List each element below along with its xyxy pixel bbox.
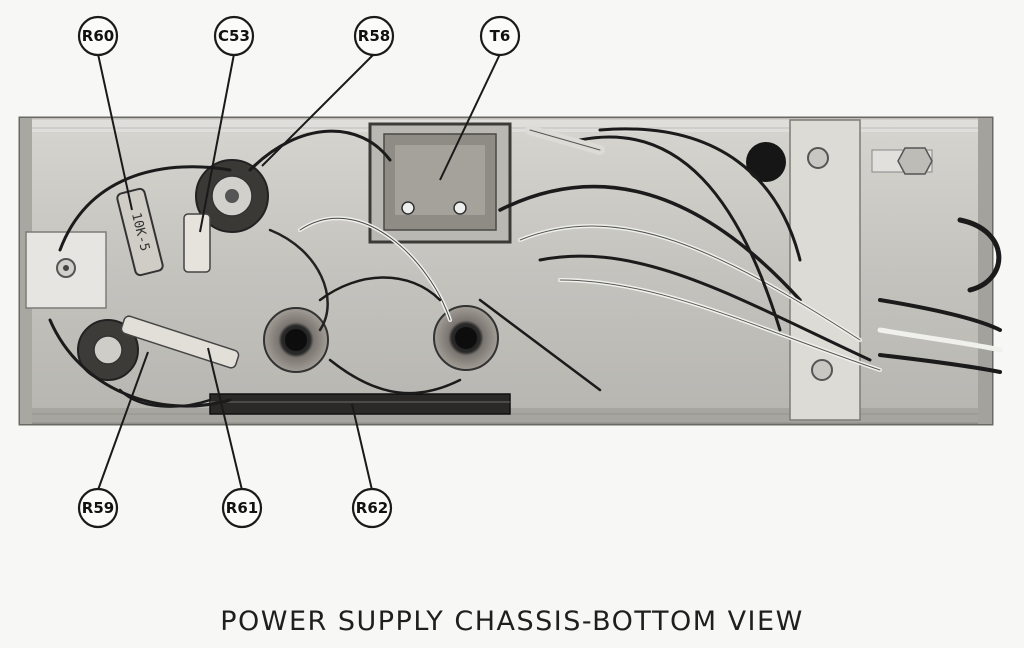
callout-r61-label: R61 [226, 499, 258, 517]
rotary-switch [195, 159, 269, 233]
figure-caption: POWER SUPPLY CHASSIS-BOTTOM VIEW [220, 606, 804, 637]
terminal-strip [209, 393, 511, 415]
callout-r58: R58 [353, 15, 395, 57]
left-bracket [25, 231, 107, 309]
callout-r60: R60 [77, 15, 119, 57]
leader-t6 [439, 53, 501, 181]
callout-c53-label: C53 [218, 27, 250, 45]
transformer [368, 122, 512, 244]
leader-c53 [199, 53, 235, 233]
leader-r62 [351, 403, 373, 491]
leader-r60 [97, 53, 133, 211]
callout-t6-label: T6 [490, 27, 511, 45]
callout-r62: R62 [351, 487, 393, 529]
callout-r61: R61 [221, 487, 263, 529]
lower-left-switch [77, 319, 139, 381]
callout-r58-label: R58 [358, 27, 390, 45]
grommet-hole [746, 142, 786, 182]
wiring-harness [48, 125, 1003, 408]
callout-r60-label: R60 [82, 27, 114, 45]
leader-lines [97, 53, 501, 491]
leader-r58 [261, 53, 375, 167]
callout-r59-label: R59 [82, 499, 114, 517]
resistor-r60-body: 10K-5 [116, 187, 164, 277]
callout-t6: T6 [479, 15, 521, 57]
leader-r61 [207, 347, 243, 491]
tube-socket-right [433, 305, 499, 371]
callout-c53: C53 [213, 15, 255, 57]
callout-r62-label: R62 [356, 499, 388, 517]
leader-r59 [97, 351, 149, 491]
tube-socket-left [263, 307, 329, 373]
callout-r59: R59 [77, 487, 119, 529]
capacitor-c53-body [183, 213, 211, 273]
right-bracket [789, 119, 933, 421]
